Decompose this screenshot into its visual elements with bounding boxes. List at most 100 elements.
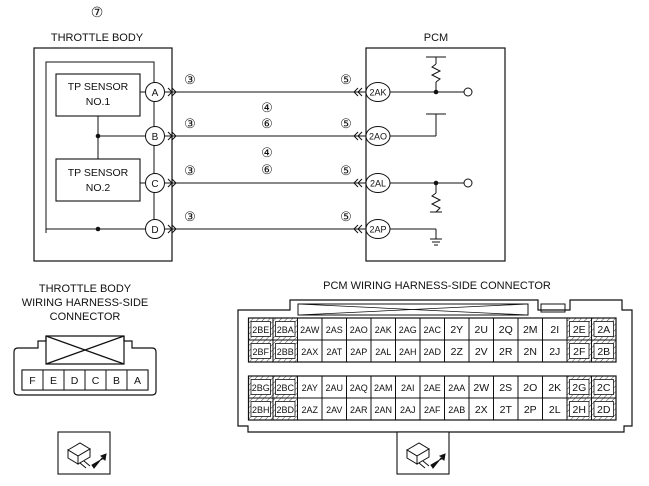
- svg-text:2I: 2I: [550, 324, 559, 336]
- pcm-connector-pin: 2AB: [444, 397, 470, 421]
- pcm-connector-caption: PCM WIRING HARNESS-SIDE CONNECTOR: [323, 280, 551, 292]
- svg-text:2Q: 2Q: [499, 324, 513, 336]
- svg-text:2BE: 2BE: [252, 325, 269, 335]
- tb-connector-caption-3: CONNECTOR: [50, 311, 121, 323]
- pcm-connector-pin: 2N: [517, 339, 543, 363]
- svg-text:2AK: 2AK: [375, 325, 392, 335]
- tb-pin-b: B: [145, 126, 165, 146]
- pcm-connector-pin: 2AE: [419, 375, 445, 399]
- tb-connector-pin: E: [42, 369, 65, 391]
- wire-note-2ao: ⑤: [340, 116, 352, 131]
- pcm-connector-pin: 2L: [542, 397, 568, 421]
- svg-text:2AW: 2AW: [300, 325, 320, 335]
- svg-text:2W: 2W: [473, 382, 489, 394]
- tp-sensor-2-label: TP SENSOR: [68, 167, 129, 179]
- tb-connector-pin: B: [105, 369, 128, 391]
- pcm-terminal-2: [463, 178, 473, 188]
- pcm-connector-pin: 2X: [468, 397, 494, 421]
- svg-text:2O: 2O: [523, 382, 537, 394]
- pcm-connector-pin: 2AM: [370, 375, 396, 399]
- svg-text:2AO: 2AO: [350, 325, 368, 335]
- svg-text:2AS: 2AS: [326, 325, 343, 335]
- svg-text:2AO: 2AO: [369, 132, 387, 142]
- throttle-body-title: THROTTLE BODY: [51, 32, 144, 44]
- pcm-connector-pin: 2B: [591, 339, 617, 363]
- wire-note-2al: ⑤: [340, 163, 352, 178]
- svg-text:F: F: [29, 375, 35, 387]
- svg-text:2A: 2A: [597, 324, 610, 336]
- pcm-connector-pin: 2G: [566, 375, 592, 399]
- throttle-body-inner-frame: [45, 61, 155, 233]
- svg-text:C: C: [151, 179, 158, 190]
- tb-connector-pin: C: [84, 369, 107, 391]
- svg-text:2AE: 2AE: [424, 383, 441, 393]
- pcm-connector-pin: 2AN: [370, 397, 396, 421]
- pcm-connector-pin: 2I: [542, 317, 568, 341]
- pcm-connector-pin: 2AA: [444, 375, 470, 399]
- pcm-connector-pin: 2M: [517, 317, 543, 341]
- pcm-pin-2ak: 2AK: [365, 82, 391, 102]
- pcm-connector-pin: 2AD: [419, 339, 445, 363]
- junction-b: [95, 133, 101, 139]
- svg-text:2AL: 2AL: [375, 347, 391, 357]
- svg-text:2BB: 2BB: [277, 347, 294, 357]
- pcm-connector-pin: 2AH: [395, 339, 421, 363]
- tb-connector-pin: A: [126, 369, 149, 391]
- wire-note-shield-1: ④: [261, 100, 273, 115]
- pcm-pin-2ao: 2AO: [365, 126, 391, 146]
- svg-text:2F: 2F: [573, 346, 585, 358]
- svg-text:2AB: 2AB: [448, 405, 465, 415]
- svg-text:2L: 2L: [549, 404, 561, 416]
- pcm-internal-circuit: [390, 56, 464, 246]
- pcm-connector-pin: 2AK: [370, 317, 396, 341]
- tp-sensor-2-number: NO.2: [86, 182, 111, 194]
- pcm-connector-pin: 2E: [566, 317, 592, 341]
- pcm-box: [365, 47, 506, 262]
- pcm-connector-pin: 2Q: [493, 317, 519, 341]
- pcm-connector-pin: 2BC: [272, 375, 298, 399]
- pcm-connector-pin: 2AG: [395, 317, 421, 341]
- pcm-connector-pin: 2R: [493, 339, 519, 363]
- pcm-connector-pin: 2Z: [444, 339, 470, 363]
- pcm-connector-pin: 2AY: [297, 375, 323, 399]
- svg-text:2H: 2H: [573, 404, 586, 416]
- wire-note-2ak: ⑤: [340, 72, 352, 87]
- pcm-connector-pin: 2BA: [272, 317, 298, 341]
- svg-text:2BG: 2BG: [252, 383, 270, 393]
- svg-text:2S: 2S: [499, 382, 512, 394]
- tb-pin-c: C: [145, 173, 165, 193]
- wire-note-b: ③: [184, 116, 196, 131]
- svg-text:2AP: 2AP: [369, 225, 386, 235]
- svg-text:2AR: 2AR: [350, 405, 368, 415]
- svg-text:2U: 2U: [475, 324, 488, 336]
- svg-text:A: A: [152, 88, 159, 99]
- pcm-connector-pin: 2AW: [297, 317, 323, 341]
- pcm-connector-pin: 2K: [542, 375, 568, 399]
- pcm-connector-pin: 2BH: [248, 397, 274, 421]
- svg-text:2AH: 2AH: [399, 347, 417, 357]
- pcm-connector-pin: 2AZ: [297, 397, 323, 421]
- pcm-connector-pin: 2BD: [272, 397, 298, 421]
- wire-note-d: ③: [184, 209, 196, 224]
- svg-text:2BF: 2BF: [252, 347, 269, 357]
- tp-sensor-1-box: [55, 73, 141, 117]
- pcm-connector-pin: 2T: [493, 397, 519, 421]
- pcm-connector-pin: 2BE: [248, 317, 274, 341]
- svg-text:2AZ: 2AZ: [301, 405, 318, 415]
- svg-text:2AL: 2AL: [370, 179, 386, 189]
- svg-text:2M: 2M: [523, 324, 538, 336]
- pcm-terminal-1: [463, 87, 473, 97]
- pcm-connector-pin: 2F: [566, 339, 592, 363]
- pcm-pin-block-upper: [247, 317, 617, 363]
- svg-text:2AQ: 2AQ: [350, 383, 368, 393]
- svg-text:2BC: 2BC: [276, 383, 294, 393]
- svg-text:2D: 2D: [597, 404, 611, 416]
- connector-chevrons: [167, 87, 363, 234]
- svg-text:2AD: 2AD: [423, 347, 441, 357]
- tb-connector-caption-1: THROTTLE BODY: [39, 283, 132, 295]
- wire-note-shield-4: ⑥: [261, 162, 273, 177]
- svg-text:2AJ: 2AJ: [400, 405, 416, 415]
- pcm-connector-pin: 2AP: [346, 339, 372, 363]
- tp-sensor-1-number: NO.1: [86, 96, 111, 108]
- svg-text:D: D: [71, 375, 79, 387]
